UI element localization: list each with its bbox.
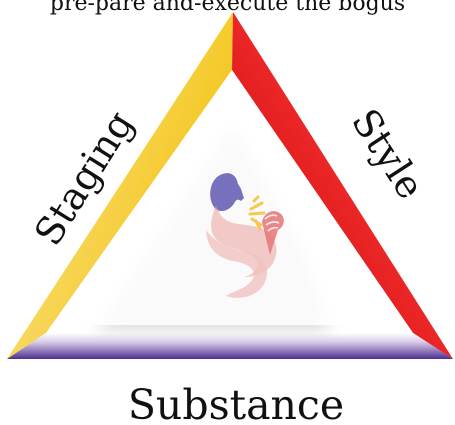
bottom-side-label: Substance — [128, 381, 344, 425]
bottom-side — [7, 333, 453, 359]
right-side-label: Style — [343, 101, 433, 207]
